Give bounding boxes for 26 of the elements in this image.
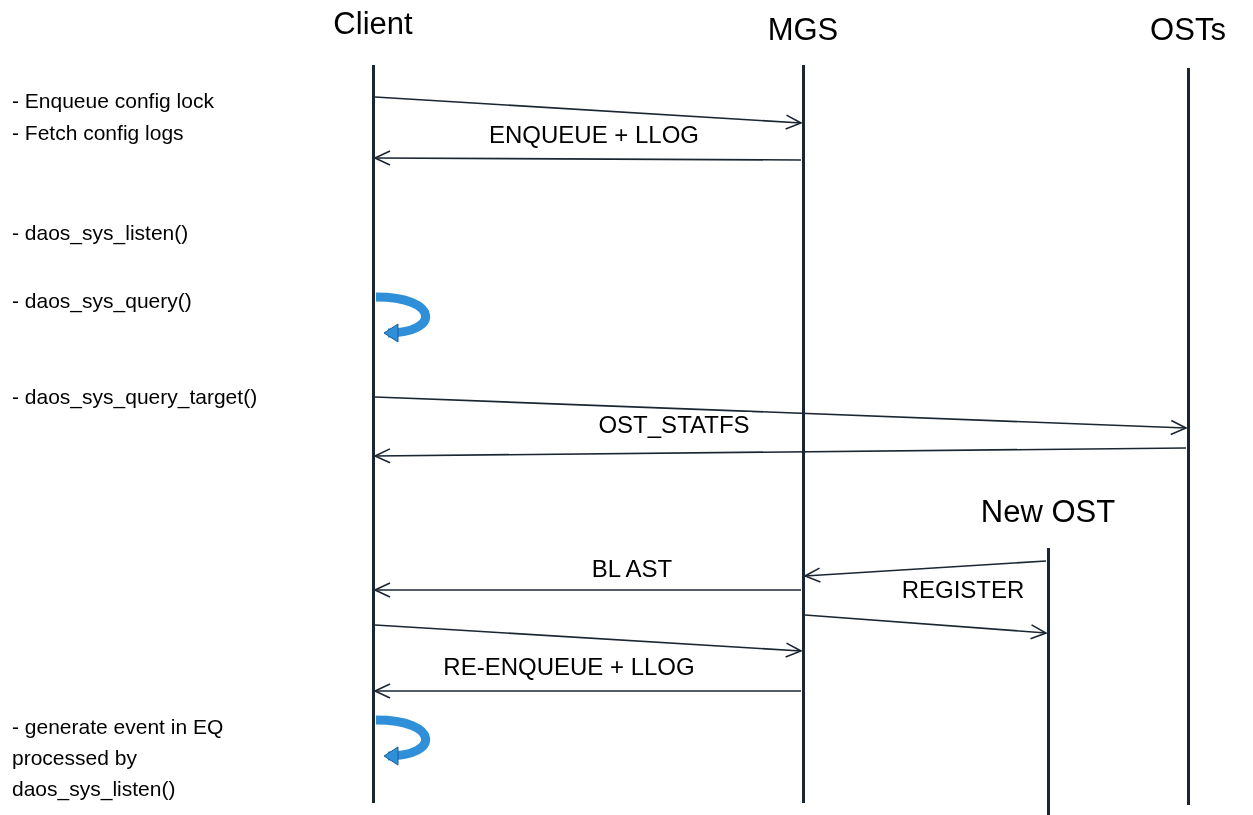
note-text: - Fetch config logs	[12, 120, 184, 146]
message-arrow	[374, 150, 802, 166]
message-arrow	[374, 396, 1187, 436]
participant-name: Client	[333, 6, 413, 42]
message-arrow	[374, 624, 802, 658]
message-arrow	[374, 582, 802, 598]
message-label: OST_STATFS	[596, 412, 752, 438]
note-text: - Enqueue config lock	[12, 88, 214, 114]
lifeline	[1186, 68, 1190, 805]
participant-name: New OST	[980, 494, 1116, 530]
message-arrow	[374, 96, 802, 130]
note-text: - daos_sys_query()	[12, 288, 192, 315]
note-text: - generate event in EQ processed by daos_sys_listen()	[12, 714, 225, 803]
note-text: - daos_sys_query_target()	[12, 384, 258, 411]
self-call-arrow	[375, 715, 430, 765]
participant-name: MGS	[767, 12, 839, 48]
lifeline	[801, 65, 805, 803]
note-text: - daos_sys_listen()	[12, 220, 189, 247]
message-arrow	[804, 560, 1047, 583]
lifeline	[1046, 548, 1050, 815]
participant-name: OSTs	[1150, 12, 1226, 48]
message-arrow	[374, 447, 1187, 464]
message-arrow	[374, 683, 802, 699]
lifeline	[371, 65, 375, 803]
message-arrow	[804, 614, 1047, 640]
self-call-arrow	[375, 292, 430, 342]
